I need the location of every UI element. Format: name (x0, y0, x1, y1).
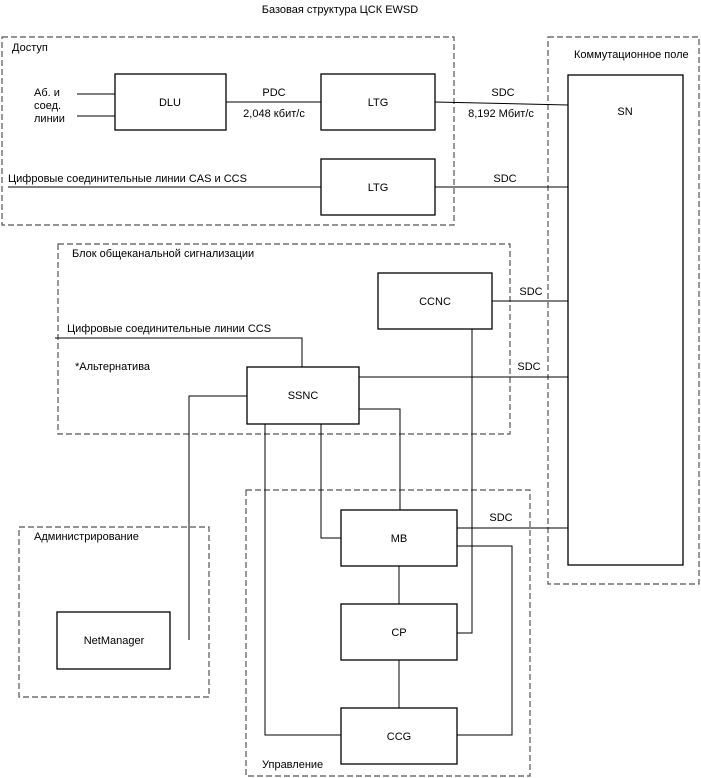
mb-label: MB (391, 533, 408, 545)
switching-field-label: Коммутационное поле (574, 49, 689, 61)
subscriber-lines-label-1: Аб. и (34, 87, 60, 99)
ssnc-block (246, 366, 360, 425)
sn-label: SN (617, 106, 632, 118)
ccnc-block (377, 272, 493, 330)
cp-label: CP (391, 627, 406, 639)
diagram-title: Базовая структура ЦСК EWSD (262, 4, 419, 16)
control-group-label: Управление (262, 759, 323, 771)
ccg-label: CCG (387, 731, 411, 743)
sdc-mb-label: SDC (489, 512, 512, 524)
sdc-ltg2-label: SDC (493, 173, 516, 185)
sdc-ccnc-label: SDC (519, 286, 542, 298)
digital-ccs-label: Цифровые соединительные линии CCS (67, 323, 271, 335)
alternative-label: *Альтернатива (75, 361, 151, 373)
admin-group (18, 526, 210, 698)
cp-block (340, 603, 458, 661)
netmanager-label: NetManager (84, 635, 145, 647)
ccnc-label: CCNC (419, 296, 451, 308)
pdc-label: PDC (262, 87, 285, 99)
ccg-block (340, 707, 458, 765)
control-group (245, 489, 531, 777)
connection-lines (8, 93, 569, 736)
pdc-rate-label: 2,048 кбит/с (243, 108, 305, 120)
subscriber-lines-label-3: линии (34, 113, 65, 125)
sdc-rate-label: 8,192 Мбит/с (468, 108, 534, 120)
ltg-label-1: LTG (368, 97, 389, 109)
sdc-ltg1-label: SDC (491, 87, 514, 99)
subscriber-lines-label-2: соед. (34, 100, 61, 112)
dlu-label: DLU (159, 97, 181, 109)
digital-cas-ccs-label: Цифровые соединительные линии CAS и CCS (8, 173, 247, 185)
access-group-label: Доступ (12, 42, 48, 54)
ltg-block-2 (320, 158, 436, 216)
access-group (1, 36, 455, 226)
sn-block (567, 74, 684, 566)
ltg-block-1 (320, 73, 436, 131)
dlu-block (114, 73, 227, 131)
signaling-group (57, 243, 511, 435)
ssnc-label: SSNC (288, 390, 319, 402)
ltg-label-2: LTG (368, 182, 389, 194)
admin-group-label: Администрирование (34, 531, 139, 543)
switching-field-group (547, 36, 700, 585)
netmanager-block (56, 611, 171, 670)
signaling-group-label: Блок общеканальной сигнализации (72, 248, 254, 260)
sdc-ssnc-label: SDC (517, 361, 540, 373)
mb-block (340, 509, 458, 567)
